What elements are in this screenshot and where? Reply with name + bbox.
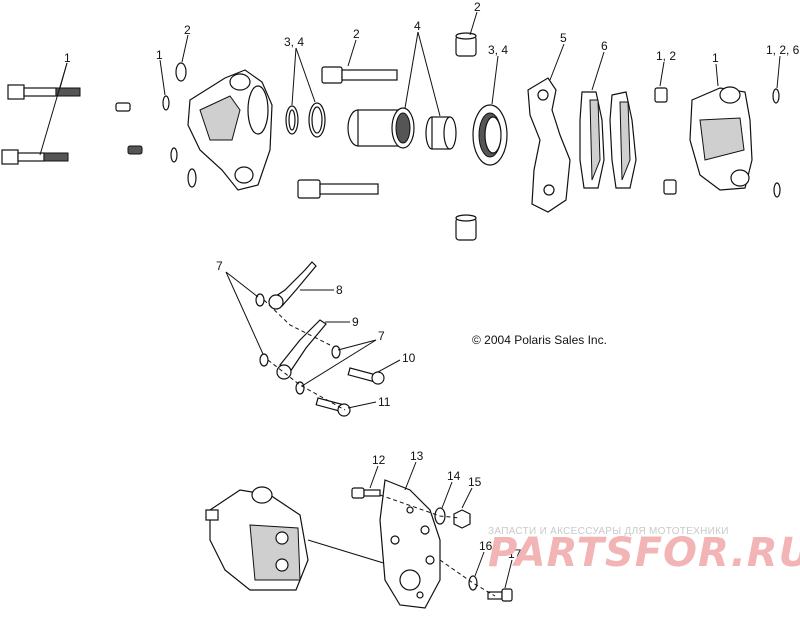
banjo-bolt-upper	[347, 367, 385, 385]
callout-1-2-boots: 1, 2	[656, 49, 676, 63]
callout-13-plate: 13	[410, 449, 424, 463]
callout-5-bracket: 5	[560, 31, 567, 45]
washer-small-1	[162, 95, 170, 111]
watermark-tagline: ЗАПАСТИ И АКСЕССУАРЫ ДЛЯ МОТОТЕХНИКИ	[488, 526, 729, 537]
callout-3-4-seals: 3, 4	[284, 35, 304, 49]
callout-7-washers-a: 7	[216, 259, 223, 273]
callout-10-bolt: 10	[402, 351, 416, 365]
mounting-plate	[379, 479, 441, 609]
bushing-lower	[455, 214, 477, 241]
callout-16-washer: 16	[479, 539, 493, 553]
caliper-bolt-lower	[1, 149, 69, 165]
brake-hose-upper	[268, 261, 317, 310]
callout-2-oring: 2	[184, 23, 191, 37]
callout-7-washers-b: 7	[378, 329, 385, 343]
callout-9-hose: 9	[352, 315, 359, 329]
guide-pin-upper	[321, 66, 398, 84]
bushing-upper	[455, 32, 477, 57]
banjo-bolt-lower	[315, 397, 351, 417]
callout-4-pistons: 4	[414, 19, 421, 33]
bolt-17	[487, 588, 513, 602]
pin-boot-lower	[663, 179, 677, 195]
banjo-washer-2	[259, 353, 269, 367]
caliper-housing-upper	[187, 69, 273, 191]
washer-small-2	[170, 147, 178, 163]
callout-6-pads: 6	[601, 39, 608, 53]
piston-large	[347, 107, 415, 149]
callout-1-bolts: 1	[64, 51, 71, 65]
washer-small-3	[187, 168, 197, 188]
callout-1-2-6: 1, 2, 6	[766, 43, 800, 57]
callout-1-caliper: 1	[712, 51, 719, 65]
caliper-body-right	[689, 86, 753, 191]
bleeder-screw-upper	[115, 102, 131, 112]
o-ring-right-lower	[773, 182, 781, 198]
callout-2-bushing: 2	[474, 0, 481, 14]
callout-2-pin: 2	[353, 27, 360, 41]
piston-seal-a	[285, 105, 299, 135]
washer-16	[468, 575, 478, 591]
callout-12-bolt: 12	[372, 453, 386, 467]
copyright-notice: © 2004 Polaris Sales Inc.	[472, 333, 607, 347]
caliper-bolt-upper	[7, 84, 81, 100]
callout-14-washer: 14	[447, 469, 461, 483]
callout-11-bolt: 11	[378, 395, 391, 409]
brake-pad-outer	[609, 91, 637, 189]
o-ring-small	[175, 62, 187, 82]
bleeder-screw-lower	[127, 145, 143, 155]
nut-15	[453, 509, 471, 529]
callout-3-4-dust-seal: 3, 4	[488, 43, 508, 57]
caliper-bracket	[527, 77, 571, 213]
guide-pin-lower	[297, 179, 379, 199]
o-ring-right-upper	[772, 88, 780, 104]
callout-8-hose: 8	[336, 283, 343, 297]
banjo-washer-4	[295, 381, 305, 395]
pin-boot-upper	[654, 87, 668, 103]
dust-seal	[472, 104, 508, 166]
callout-1-washer: 1	[156, 48, 163, 62]
callout-17-bolt: 17	[508, 547, 522, 561]
banjo-washer-3	[331, 345, 341, 359]
piston-small	[425, 116, 457, 150]
bolt-12	[351, 487, 381, 499]
brake-pad-inner	[579, 91, 605, 189]
callout-15-nut: 15	[468, 475, 482, 489]
piston-seal-b	[308, 102, 326, 138]
brake-hose-lower	[276, 319, 327, 380]
watermark-logo: PARTSFOR.RU	[488, 530, 800, 576]
caliper-assembly-lower	[205, 486, 309, 591]
